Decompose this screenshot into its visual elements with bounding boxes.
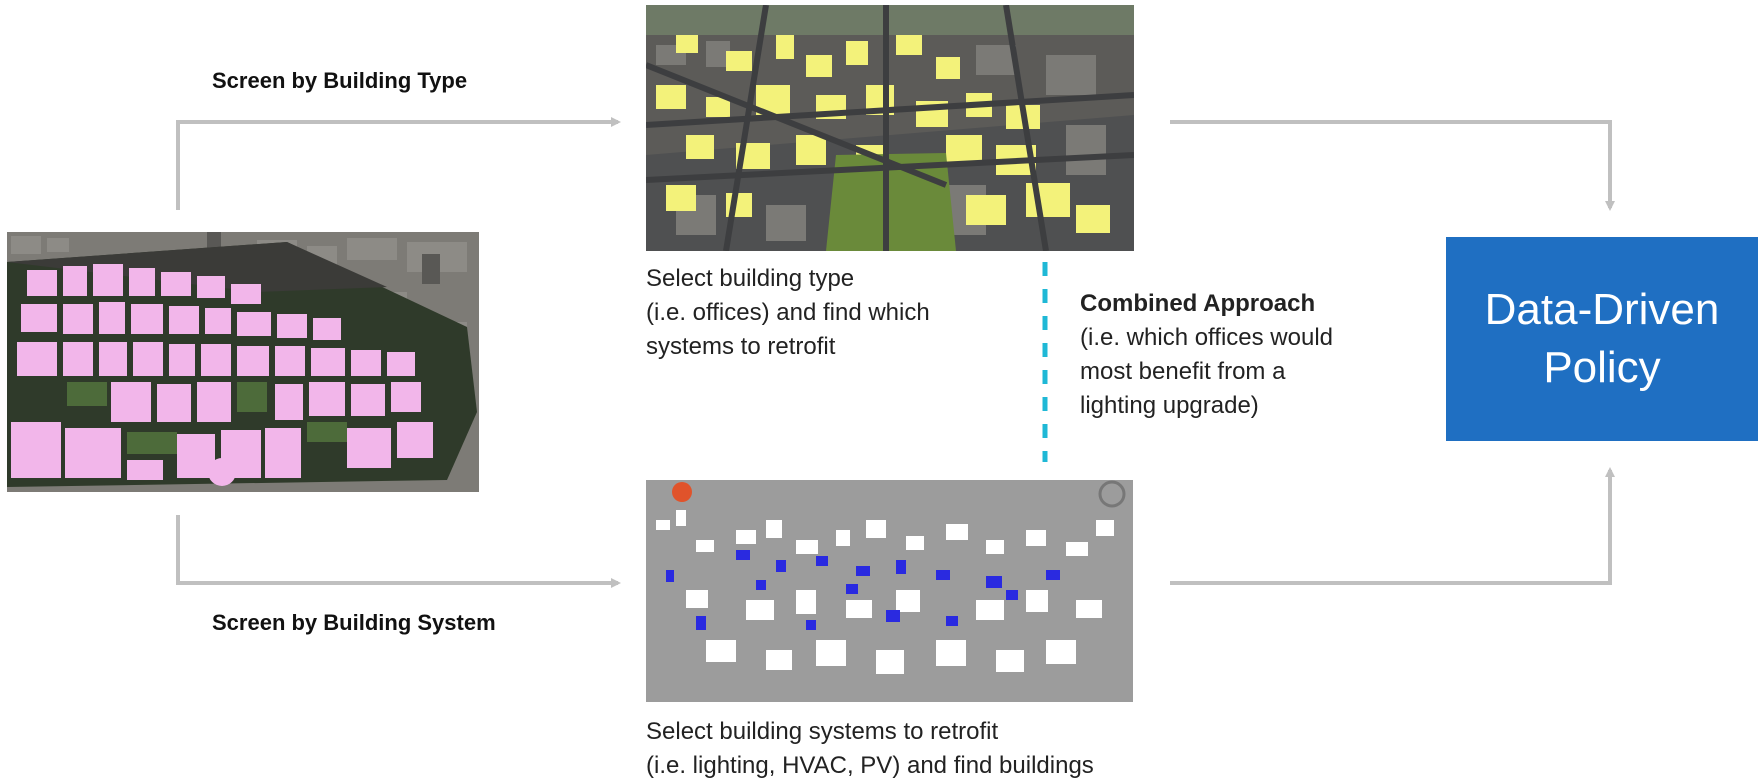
arrow-to-building-type (176, 117, 621, 210)
city-map-pink-image (7, 232, 479, 492)
caption-line: most benefit from a (1080, 358, 1286, 385)
building-system-caption: Select building systems to retrofit (i.e… (646, 715, 1094, 783)
caption-line: systems to retrofit (646, 333, 836, 360)
combined-approach-title: Combined Approach (1080, 290, 1316, 317)
policy-line-1: Data-Driven (1484, 285, 1720, 334)
aerial-city-yellow-image (646, 5, 1134, 251)
caption-line: Select building systems to retrofit (646, 718, 999, 745)
caption-line: (i.e. lighting, HVAC, PV) and find build… (646, 752, 1094, 779)
arrow-type-to-policy (1170, 120, 1615, 211)
city-map-blue-image (646, 480, 1133, 702)
policy-line-2: Policy (1543, 343, 1661, 392)
caption-line: (i.e. offices) and find which (646, 299, 930, 326)
caption-line: Select building type (646, 265, 855, 292)
combined-approach-caption: Combined Approach (i.e. which offices wo… (1080, 287, 1333, 423)
screen-by-building-type-label: Screen by Building Type (212, 68, 468, 93)
caption-line: lighting upgrade) (1080, 392, 1259, 419)
screen-by-building-system-label: Screen by Building System (212, 610, 496, 635)
arrow-system-to-policy (1170, 467, 1615, 585)
caption-line: (i.e. which offices would (1080, 324, 1334, 351)
arrow-to-building-system (176, 515, 621, 588)
building-type-caption: Select building type (i.e. offices) and … (646, 262, 930, 364)
data-driven-policy-box: Data-Driven Policy (1446, 237, 1758, 441)
